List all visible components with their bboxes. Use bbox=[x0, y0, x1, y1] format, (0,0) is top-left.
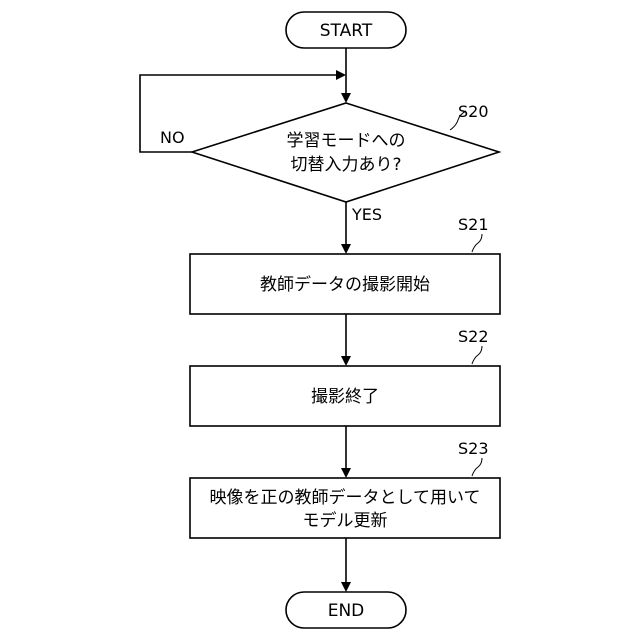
process-box-s22: 撮影終了 bbox=[190, 366, 500, 426]
step-leader-s21 bbox=[472, 234, 482, 252]
process-box-s23: 映像を正の教師データとして用いて モデル更新 bbox=[190, 478, 500, 538]
arrowhead-to-s21 bbox=[341, 244, 351, 254]
s22-text: 撮影終了 bbox=[311, 387, 379, 407]
s21-text: 教師データの撮影開始 bbox=[260, 274, 430, 295]
arrowhead-to-s23 bbox=[341, 468, 351, 478]
decision-diamond: 学習モードへの 切替入力あり? bbox=[192, 103, 499, 202]
decision-text-line-2: 切替入力あり? bbox=[290, 155, 401, 175]
arrowhead-no-loop bbox=[336, 70, 346, 80]
arrowhead-to-decision bbox=[341, 93, 351, 103]
start-terminal: START bbox=[286, 12, 406, 48]
step-label-s20: S20 bbox=[458, 102, 489, 121]
process-box-s21: 教師データの撮影開始 bbox=[190, 254, 500, 314]
step-label-s22: S22 bbox=[458, 327, 489, 346]
step-label-s23: S23 bbox=[458, 439, 489, 458]
no-branch-label: NO bbox=[160, 128, 185, 147]
step-label-s21: S21 bbox=[458, 215, 489, 234]
start-label: START bbox=[320, 21, 373, 41]
end-terminal: END bbox=[286, 592, 406, 628]
arrowhead-to-end bbox=[341, 582, 351, 592]
yes-branch-label: YES bbox=[351, 205, 382, 224]
end-label: END bbox=[328, 601, 365, 621]
s23-text-line-2: モデル更新 bbox=[303, 510, 388, 531]
step-leader-s23 bbox=[472, 458, 482, 476]
arrowhead-to-s22 bbox=[341, 356, 351, 366]
step-leader-s22 bbox=[472, 346, 482, 364]
s23-text-line-1: 映像を正の教師データとして用いて bbox=[210, 487, 481, 508]
decision-text-line-1: 学習モードへの bbox=[287, 131, 406, 151]
